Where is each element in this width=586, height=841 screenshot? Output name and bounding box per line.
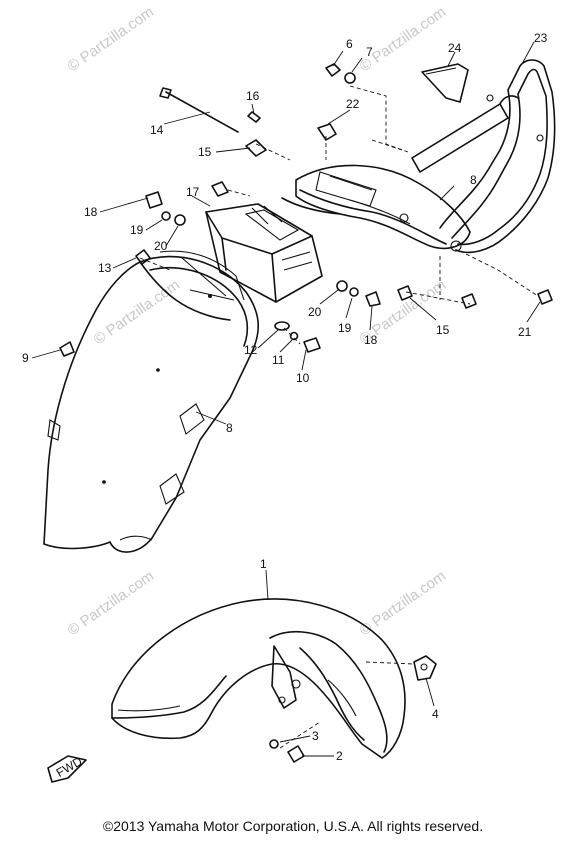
- callout-17: 17: [186, 185, 200, 199]
- part-1-front-fender: [111, 598, 406, 759]
- part-9-bolt: [59, 341, 75, 357]
- callout-6: 6: [346, 37, 353, 51]
- callout-18: 18: [364, 333, 378, 347]
- callout-15: 15: [198, 145, 212, 159]
- part-7-washer: [344, 72, 356, 84]
- callout-11: 11: [272, 353, 285, 367]
- callout-12: 12: [244, 343, 258, 357]
- part-20-grommet: [174, 214, 186, 226]
- part-18-bolt: [145, 191, 163, 209]
- part-14-long-bolt: [165, 91, 239, 133]
- watermark-text: © Partzilla.com: [91, 276, 184, 348]
- leader-lines: [31, 41, 541, 757]
- part-13-clip: [135, 249, 151, 265]
- assembly-lines: [139, 85, 539, 749]
- callout-19: 19: [130, 223, 144, 237]
- watermark-text: © Partzilla.com: [357, 567, 450, 639]
- callout-21: 21: [518, 325, 532, 339]
- part-6-nut: [325, 63, 341, 77]
- watermark-text: © Partzilla.com: [357, 3, 450, 75]
- callouts: 6 7 24 23 22 16 14 15 17 8 18 19 20 13 2…: [22, 31, 548, 763]
- part-11-washer: [289, 331, 299, 341]
- callout-13: 13: [98, 261, 112, 275]
- callout-22: 22: [346, 97, 360, 111]
- part-19-washer: [161, 211, 171, 221]
- part-15-bolt: [245, 139, 267, 157]
- part-4-bracket: [413, 655, 437, 681]
- callout-4: 4: [432, 707, 439, 721]
- fasteners: [59, 63, 553, 763]
- part-17-housing: [205, 203, 323, 303]
- callout-18: 18: [84, 205, 98, 219]
- watermark-text: © Partzilla.com: [65, 3, 158, 75]
- callout-19: 19: [338, 321, 352, 335]
- part-8-rear-fender: [43, 250, 260, 553]
- callout-3: 3: [312, 729, 319, 743]
- callout-8: 8: [470, 173, 477, 187]
- part-22-bracket: [317, 123, 337, 141]
- part-16-screw: [247, 111, 261, 123]
- callout-23: 23: [534, 31, 548, 45]
- callout-9: 9: [22, 351, 29, 365]
- callout-10: 10: [296, 371, 310, 385]
- copyright-notice: ©2013 Yamaha Motor Corporation, U.S.A. A…: [102, 818, 484, 834]
- part-23-grab-bar: [411, 59, 556, 254]
- callout-7: 7: [366, 45, 373, 59]
- callout-20: 20: [154, 239, 168, 253]
- part-2-bolt: [287, 745, 305, 763]
- part-3-washer: [269, 739, 279, 749]
- part-8-rear-fender-upper: [281, 164, 471, 250]
- callout-2: 2: [336, 749, 343, 763]
- part-24-plate: [421, 63, 469, 103]
- callout-1: 1: [260, 557, 267, 571]
- callout-20: 20: [308, 305, 322, 319]
- callout-16: 16: [246, 89, 260, 103]
- part-10-bolt: [303, 337, 321, 353]
- callout-8: 8: [226, 421, 233, 435]
- fwd-indicator: FWD: [47, 754, 87, 783]
- watermark-text: © Partzilla.com: [65, 567, 158, 639]
- part-12-grommet: [274, 321, 290, 331]
- callout-24: 24: [448, 41, 462, 55]
- callout-15: 15: [436, 323, 450, 337]
- callout-14: 14: [150, 123, 164, 137]
- part-21-bolt: [537, 289, 553, 305]
